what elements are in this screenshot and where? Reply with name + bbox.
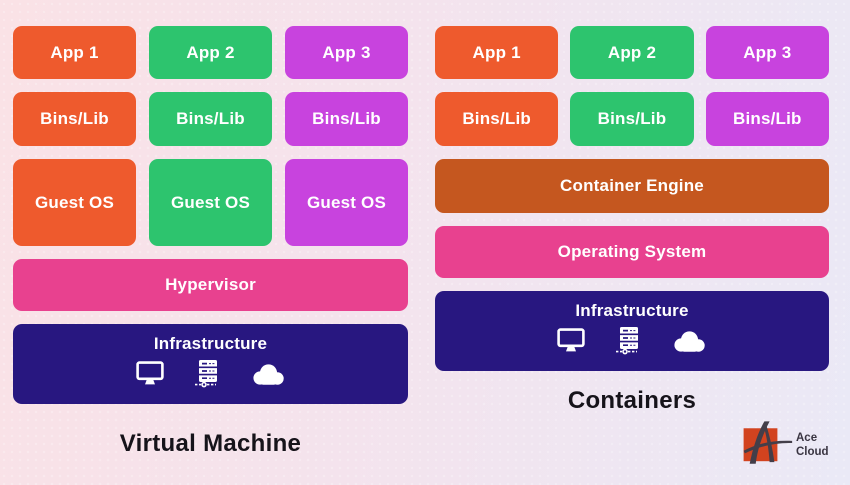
vm-bins3-box: Bins/Lib — [285, 92, 408, 146]
vm-infrastructure-box: Infrastructure — [13, 324, 408, 404]
cloud-icon — [671, 329, 707, 358]
container-infrastructure-label: Infrastructure — [575, 301, 689, 320]
hypervisor-box: Hypervisor — [13, 259, 408, 311]
ace-cloud-logo: Ace Cloud — [741, 419, 829, 472]
container-bins1-box: Bins/Lib — [435, 92, 559, 146]
container-infrastructure-icons — [557, 326, 707, 360]
vm-app2-box: App 2 — [149, 26, 272, 79]
vm-guestos2-box: Guest OS — [149, 159, 272, 246]
vm-guestos-row: Guest OS Guest OS Guest OS — [13, 159, 408, 246]
vm-bins2-box: Bins/Lib — [149, 92, 272, 146]
server-icon — [194, 359, 220, 393]
monitor-icon — [557, 328, 585, 358]
vm-bins1-box: Bins/Lib — [13, 92, 136, 146]
container-bins2-box: Bins/Lib — [570, 92, 694, 146]
container-infrastructure-box: Infrastructure — [435, 291, 829, 371]
ace-cloud-logo-text: Ace Cloud — [796, 432, 829, 460]
monitor-icon — [135, 361, 164, 391]
containers-title: Containers — [567, 387, 697, 414]
vm-app-row: App 1 App 2 App 3 — [13, 26, 408, 79]
vm-guestos3-box: Guest OS — [285, 159, 408, 246]
server-icon — [615, 326, 641, 360]
vm-app1-box: App 1 — [13, 26, 136, 79]
vm-guestos1-box: Guest OS — [13, 159, 136, 246]
container-app-row: App 1 App 2 App 3 — [435, 26, 829, 79]
container-engine-box: Container Engine — [435, 159, 829, 213]
virtual-machine-stack: App 1 App 2 App 3 Bins/Lib Bins/Lib Bins… — [13, 26, 408, 458]
container-bins-row: Bins/Lib Bins/Lib Bins/Lib — [435, 92, 829, 146]
container-app3-box: App 3 — [705, 26, 829, 79]
vm-infrastructure-icons — [135, 359, 286, 393]
virtual-machine-title: Virtual Machine — [119, 430, 302, 457]
logo-text-line2: Cloud — [796, 445, 829, 458]
operating-system-box: Operating System — [435, 226, 829, 278]
cloud-icon — [250, 362, 286, 391]
container-bins3-box: Bins/Lib — [705, 92, 829, 146]
logo-text-line1: Ace — [796, 431, 818, 444]
containers-stack: App 1 App 2 App 3 Bins/Lib Bins/Lib Bins… — [435, 26, 829, 415]
vm-app3-box: App 3 — [285, 26, 408, 79]
vm-bins-row: Bins/Lib Bins/Lib Bins/Lib — [13, 92, 408, 146]
ace-cloud-logo-mark-icon — [741, 419, 793, 472]
container-app2-box: App 2 — [570, 26, 694, 79]
container-app1-box: App 1 — [435, 26, 559, 79]
vm-infrastructure-label: Infrastructure — [153, 334, 268, 353]
